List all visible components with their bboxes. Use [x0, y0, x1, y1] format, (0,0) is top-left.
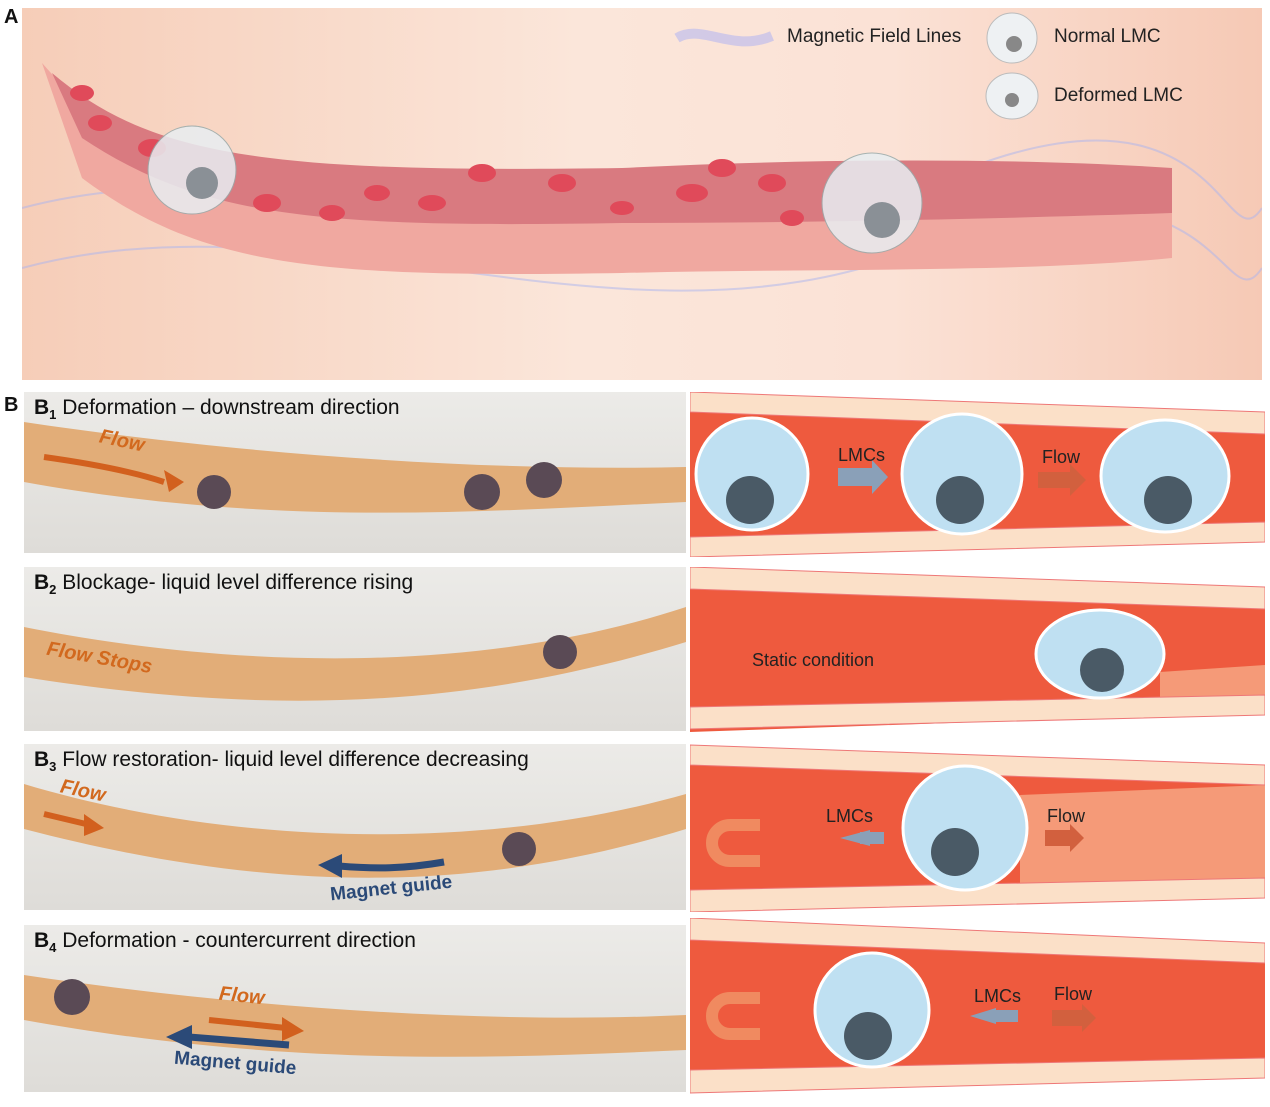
static-condition-label: Static condition [752, 650, 875, 670]
photo-b1: B1 Deformation – downstream direction Fl… [24, 392, 686, 553]
diagram-b2: Static condition [690, 567, 1265, 732]
vessel-diagram [690, 567, 1265, 732]
lmcs-label: LMCs [838, 445, 886, 465]
diagram-b4: LMCs Flow [690, 918, 1265, 1098]
legend-deformed-lmc: Deformed LMC [1054, 85, 1183, 106]
row-label: B [34, 929, 50, 952]
flow-label: Flow [1047, 806, 1086, 826]
row-title: B3 Flow restoration- liquid level differ… [34, 748, 529, 774]
vessel-diagram [690, 392, 1265, 557]
flow-label: Flow [1054, 984, 1093, 1004]
tube-photo [24, 607, 686, 701]
row-title: B4 Deformation - countercurrent directio… [34, 929, 416, 955]
deformed-lmc-icon [985, 72, 1039, 120]
photo-b4: B4 Deformation - countercurrent directio… [24, 925, 686, 1092]
flow-label: Flow [218, 982, 266, 1010]
tube-photo [24, 784, 686, 878]
vessel-diagram [690, 918, 1265, 1094]
tube-photo [24, 422, 686, 513]
legend-normal-lmc: Normal LMC [1054, 26, 1161, 47]
row-label: B [34, 571, 50, 594]
row-sub: 2 [49, 582, 57, 598]
vessel-diagram [690, 744, 1265, 912]
tube-photo [24, 975, 686, 1057]
row-label: B [34, 748, 50, 771]
diagram-b3: LMCs Flow [690, 740, 1265, 912]
row-title: B1 Deformation – downstream direction [34, 396, 400, 422]
normal-lmc-icon [986, 12, 1038, 64]
lmcs-label: LMCs [974, 986, 1022, 1006]
row-title-text: Deformation - countercurrent direction [62, 929, 416, 952]
magnetic-field-lines-icon [674, 28, 774, 47]
row-title-text: Blockage- liquid level difference rising [62, 571, 414, 594]
photo-b2: B2 Blockage- liquid level difference ris… [24, 567, 686, 731]
row-label: B [34, 396, 50, 419]
row-title-text: Deformation – downstream direction [62, 396, 400, 419]
row-sub: 3 [49, 759, 57, 775]
row-title-text: Flow restoration- liquid level differenc… [62, 748, 529, 771]
panel-a-illustration: Magnetic Field Lines Normal LMC Deformed… [22, 8, 1262, 380]
row-title: B2 Blockage- liquid level difference ris… [34, 571, 413, 597]
lmcs-label: LMCs [826, 806, 874, 826]
panel-a-label: A [4, 6, 19, 28]
magnet-icon [706, 992, 760, 1040]
row-sub: 1 [49, 407, 57, 423]
flow-label: Flow [1042, 447, 1081, 467]
row-sub: 4 [49, 940, 57, 956]
legend-field-lines: Magnetic Field Lines [787, 26, 962, 47]
photo-b3: B3 Flow restoration- liquid level differ… [24, 744, 686, 910]
panel-b-label: B [4, 394, 19, 416]
magnet-icon [706, 819, 760, 867]
diagram-b1: LMCs Flow [690, 392, 1265, 557]
blood-vessel-illustration [22, 63, 1262, 292]
